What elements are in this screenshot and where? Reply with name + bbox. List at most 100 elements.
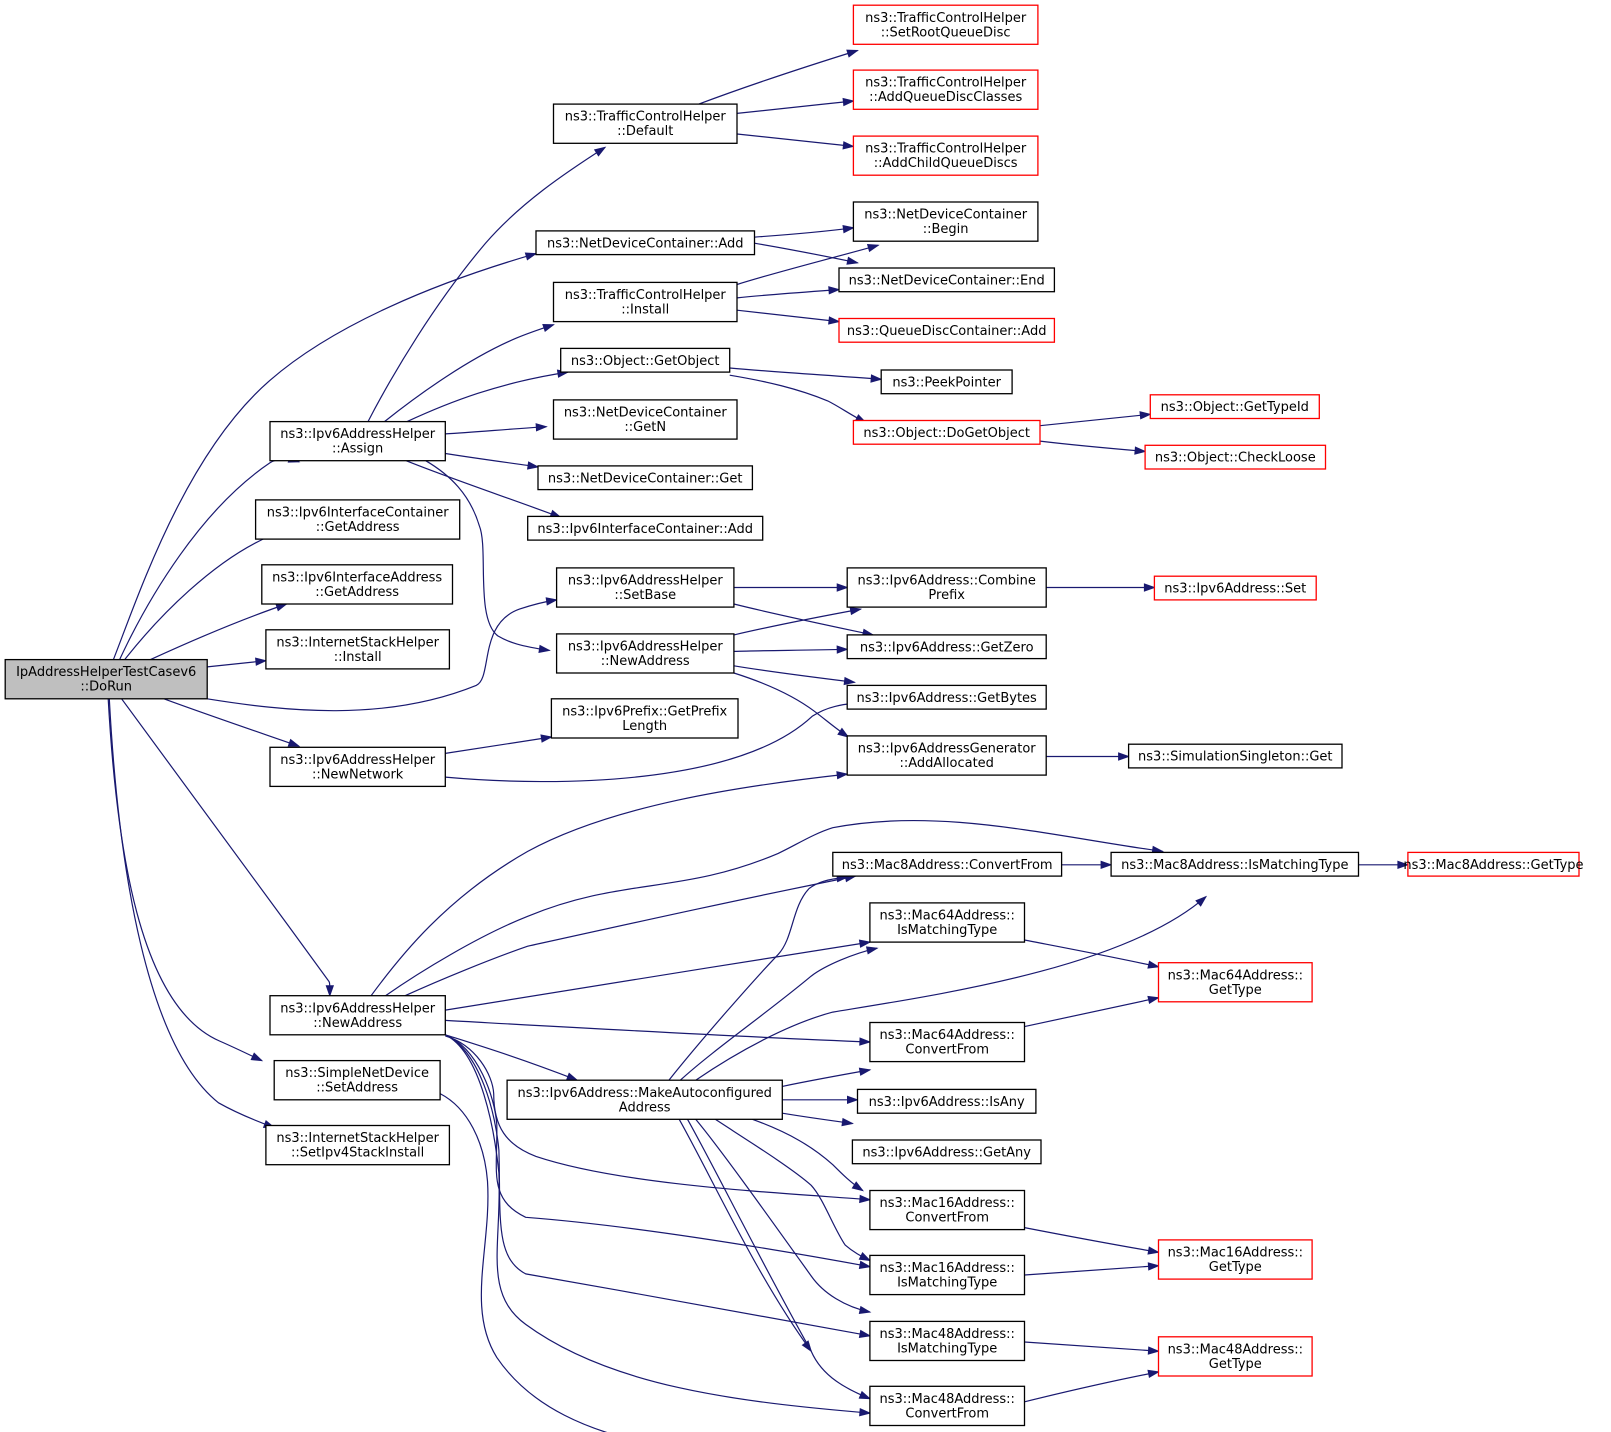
- node-box: [1153, 575, 1317, 601]
- node-label-line: GetType: [1209, 1357, 1262, 1372]
- node-tch-default[interactable]: ns3::TrafficControlHelper::Default: [552, 103, 738, 144]
- node-mac48-convertfrom[interactable]: ns3::Mac48Address::ConvertFrom: [869, 1385, 1026, 1427]
- node-obj-gettypeid[interactable]: ns3::Object::GetTypeId: [1149, 394, 1320, 420]
- node-box: [846, 567, 1047, 608]
- node-ish-setipv4[interactable]: ns3::InternetStackHelper::SetIpv4StackIn…: [265, 1124, 451, 1166]
- node-box: [869, 1021, 1026, 1063]
- node-ish-install[interactable]: ns3::InternetStackHelper::Install: [265, 629, 451, 670]
- node-label-line: Address: [619, 1100, 671, 1115]
- arrowhead-icon: [1195, 895, 1208, 907]
- edge-root-to-ish_setipv4: [108, 698, 276, 1129]
- node-mac48-ismatchingtype[interactable]: ns3::Mac48Address::IsMatchingType: [869, 1320, 1026, 1362]
- node-ndc-getn[interactable]: ns3::NetDeviceContainer::GetN: [552, 399, 738, 440]
- node-box: [869, 1254, 1026, 1296]
- node-label-line: ::GetN: [624, 420, 666, 435]
- node-ipv6ah-setbase[interactable]: ns3::Ipv6AddressHelper::SetBase: [555, 567, 735, 608]
- edge-line: [733, 648, 848, 652]
- node-box: [852, 69, 1039, 110]
- edge-mac16_ismatchingtype-to-mac16_gettype: [1024, 1262, 1161, 1276]
- edge-ipv6a_makeauto-to-mac48_convertfrom: [686, 1119, 872, 1400]
- arrowhead-icon: [836, 771, 849, 780]
- arrowhead-icon: [593, 146, 607, 157]
- edge-tch_install-to-qdc_add: [736, 309, 841, 325]
- arrowhead-icon: [1139, 411, 1152, 420]
- node-mac8-convertfrom[interactable]: ns3::Mac8Address::ConvertFrom: [832, 851, 1063, 877]
- node-ipv6ic-add[interactable]: ns3::Ipv6InterfaceContainer::Add: [527, 515, 764, 541]
- node-tch-addclasses[interactable]: ns3::TrafficControlHelper::AddQueueDiscC…: [852, 69, 1039, 110]
- node-label-line: ::AddQueueDiscClasses: [869, 90, 1022, 105]
- edge-line: [686, 1119, 871, 1400]
- edge-root-to-snd_setaddress: [107, 698, 264, 1062]
- edge-ipv6ah_newaddress1-to-ipv6a_getbytes: [733, 665, 857, 686]
- node-root[interactable]: IpAddressHelperTestCasev6::DoRun: [4, 658, 208, 700]
- node-ipv6a-getbytes[interactable]: ns3::Ipv6Address::GetBytes: [846, 684, 1047, 710]
- arrowhead-icon: [524, 252, 538, 261]
- node-ndc-begin[interactable]: ns3::NetDeviceContainer::Begin: [852, 201, 1039, 242]
- node-obj-getobject[interactable]: ns3::Object::GetObject: [560, 347, 731, 373]
- edge-line: [384, 324, 554, 423]
- node-ipv6a-getany[interactable]: ns3::Ipv6Address::GetAny: [851, 1139, 1042, 1165]
- edge-line: [439, 1093, 608, 1432]
- node-ndc-get[interactable]: ns3::NetDeviceContainer::Get: [537, 465, 754, 491]
- edge-line: [385, 819, 1163, 997]
- edge-line: [678, 1119, 812, 1352]
- node-label-line: ns3::NetDeviceContainer: [864, 208, 1028, 223]
- node-ipv6a-getzero[interactable]: ns3::Ipv6Address::GetZero: [846, 634, 1047, 660]
- node-mac48-gettype[interactable]: ns3::Mac48Address::GetType: [1157, 1336, 1313, 1377]
- node-label-line: ::GetAddress: [315, 585, 399, 600]
- arrowhead-icon: [1397, 860, 1410, 870]
- node-label-line: ns3::Object::DoGetObject: [863, 426, 1030, 441]
- node-ipv6a-isany[interactable]: ns3::Ipv6Address::IsAny: [856, 1088, 1037, 1114]
- edge-line: [445, 1034, 578, 1081]
- node-tch-install[interactable]: ns3::TrafficControlHelper::Install: [552, 281, 738, 323]
- node-peekpointer[interactable]: ns3::PeekPointer: [880, 369, 1013, 395]
- node-mac16-ismatchingtype[interactable]: ns3::Mac16Address::IsMatchingType: [869, 1254, 1026, 1296]
- node-ss-get[interactable]: ns3::SimulationSingleton::Get: [1127, 743, 1343, 769]
- node-ndc-add[interactable]: ns3::NetDeviceContainer::Add: [535, 230, 756, 256]
- node-mac8-gettype[interactable]: ns3::Mac8Address::GetType: [1403, 851, 1584, 877]
- node-mac64-gettype[interactable]: ns3::Mac64Address::GetType: [1157, 962, 1313, 1003]
- node-ipv6ah-newaddress1[interactable]: ns3::Ipv6AddressHelper::NewAddress: [555, 633, 735, 674]
- node-ipv6ic-getaddress[interactable]: ns3::Ipv6InterfaceContainer::GetAddress: [254, 499, 461, 540]
- edge-line: [714, 1118, 871, 1262]
- node-obj-dogetobject[interactable]: ns3::Object::DoGetObject: [852, 419, 1041, 445]
- node-ipv6a-set[interactable]: ns3::Ipv6Address::Set: [1153, 575, 1317, 601]
- node-ndc-end[interactable]: ns3::NetDeviceContainer::End: [838, 267, 1056, 293]
- node-snd-setaddress[interactable]: ns3::SimpleNetDevice::SetAddress: [273, 1059, 441, 1101]
- node-label-line: ns3::PeekPointer: [892, 375, 1001, 390]
- arrowhead-icon: [847, 1095, 860, 1105]
- edge-obj_getobject-to-obj_dogetobject: [729, 374, 868, 424]
- edge-ipv6a_makeauto-to-mac64_ismatchingtype: [679, 946, 879, 1081]
- node-label-line: ns3::Ipv6AddressHelper: [568, 574, 724, 589]
- node-label-line: ::AddChildQueueDiscs: [874, 156, 1018, 171]
- node-ipv6ia-getaddress[interactable]: ns3::Ipv6InterfaceAddress::GetAddress: [261, 564, 454, 605]
- edge-ipv6ah_newaddress2-to-mac16_convertfrom: [445, 1035, 872, 1204]
- node-qdc-add[interactable]: ns3::QueueDiscContainer::Add: [838, 317, 1056, 343]
- node-obj-checkloose[interactable]: ns3::Object::CheckLoose: [1144, 444, 1327, 470]
- node-ipv6ah-newaddress2[interactable]: ns3::Ipv6AddressHelper::NewAddress: [269, 995, 446, 1036]
- node-mac8-ismatchingtype[interactable]: ns3::Mac8Address::IsMatchingType: [1110, 851, 1360, 877]
- edge-mac8_convertfrom-to-mac8_ismatchingtype: [1061, 860, 1113, 870]
- edge-line: [107, 698, 263, 1062]
- node-tch-addchild[interactable]: ns3::TrafficControlHelper::AddChildQueue…: [852, 135, 1039, 176]
- node-ipv6ag-addallocated[interactable]: ns3::Ipv6AddressGenerator::AddAllocated: [846, 735, 1047, 776]
- node-tch-setroot[interactable]: ns3::TrafficControlHelper::SetRootQueueD…: [852, 4, 1039, 45]
- node-ipv6a-makeauto[interactable]: ns3::Ipv6Address::MakeAutoconfiguredAddr…: [506, 1079, 783, 1120]
- edge-line: [1024, 997, 1159, 1028]
- arrowhead-icon: [565, 1072, 579, 1081]
- node-mac64-ismatchingtype[interactable]: ns3::Mac64Address::IsMatchingType: [869, 902, 1026, 943]
- node-box: [852, 135, 1039, 176]
- arrowhead-icon: [865, 946, 879, 955]
- node-mac16-convertfrom[interactable]: ns3::Mac16Address::ConvertFrom: [869, 1189, 1026, 1231]
- node-mac16-gettype[interactable]: ns3::Mac16Address::GetType: [1157, 1239, 1313, 1280]
- node-box: [838, 317, 1056, 343]
- node-mac64-convertfrom[interactable]: ns3::Mac64Address::ConvertFrom: [869, 1021, 1026, 1063]
- node-box: [1127, 743, 1343, 769]
- node-box: [269, 995, 446, 1036]
- node-ipv6ah-newnetwork[interactable]: ns3::Ipv6AddressHelper::NewNetwork: [269, 746, 446, 788]
- arrowhead-icon: [842, 224, 855, 234]
- node-box: [273, 1059, 441, 1101]
- node-ipv6ah-assign[interactable]: ns3::Ipv6AddressHelper::Assign: [269, 420, 446, 462]
